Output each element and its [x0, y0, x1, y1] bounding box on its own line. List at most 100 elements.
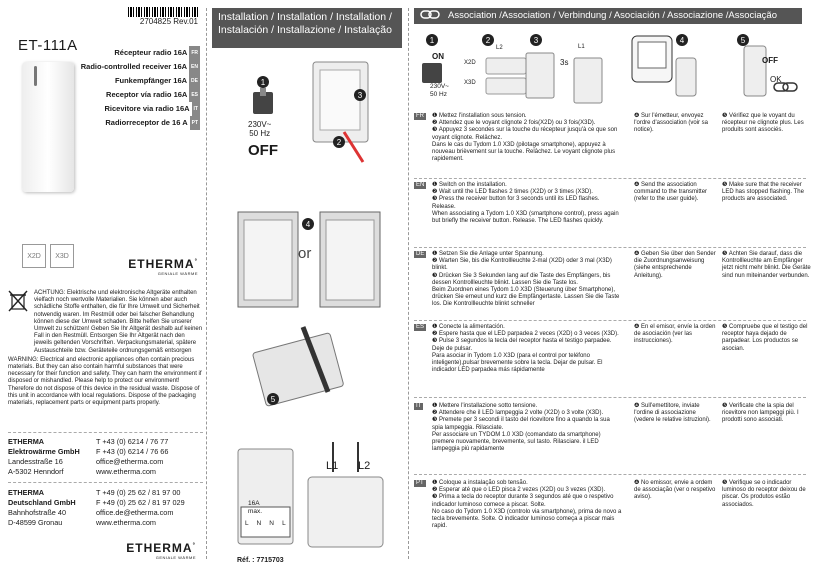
- divider: [414, 178, 806, 179]
- divider: [414, 247, 806, 248]
- brand-logo-top: ETHERMA° GENIALE WÄRME: [128, 257, 198, 276]
- email-link[interactable]: office@etherma.com: [96, 457, 164, 466]
- svg-text:1: 1: [430, 36, 435, 45]
- address-line: ETHERMA: [8, 437, 45, 446]
- product-column: 2704825 Rev.01 ET-111A Récepteur radio 1…: [0, 0, 206, 567]
- svg-text:2: 2: [337, 138, 342, 147]
- wire-l2-label: L2: [358, 460, 371, 472]
- assoc-ok-label: OK: [770, 75, 782, 84]
- lang-label: Ricevitore via radio 16A: [104, 104, 190, 114]
- brand-logo-bottom: ETHERMA° GENIALE WÄRME: [126, 541, 196, 560]
- svg-text:3: 3: [534, 36, 539, 45]
- barcode: [128, 7, 198, 17]
- assoc-x3d-label: X3D: [464, 80, 476, 86]
- section-lang-code: PT: [414, 480, 426, 488]
- svg-text:3: 3: [358, 91, 363, 100]
- section-step5-text: ❺ Verificate che la spia del ricevitore …: [722, 403, 799, 424]
- terminal-labels: L N N L: [245, 520, 288, 527]
- wiring-rating: 16A max.: [248, 500, 263, 515]
- divider: [8, 482, 203, 483]
- address-line: A-5302 Henndorf: [8, 467, 64, 476]
- divider: [8, 432, 203, 433]
- address-line: Bahnhofstraße 40: [8, 508, 67, 517]
- website-link[interactable]: www.etherma.com: [96, 467, 157, 476]
- fold-line: [408, 8, 410, 559]
- section-step5-text: ❺ Make sure that the receiver LED has st…: [722, 182, 804, 203]
- address-line: Elektrowärme GmbH: [8, 447, 80, 456]
- install-off-label: OFF: [248, 142, 278, 159]
- email-link[interactable]: office.de@etherma.com: [96, 508, 174, 517]
- lang-code: DE: [189, 74, 200, 89]
- brand-sub: GENIALE WÄRME: [157, 271, 198, 276]
- section-step4-text: ❹ No emissor, envie a ordem de associaçã…: [634, 480, 716, 501]
- installation-column: Installation / Installation / Installati…: [208, 0, 406, 567]
- svg-text:5: 5: [741, 36, 746, 45]
- lang-label: Radiorreceptor de 16 A: [105, 118, 188, 128]
- address-line: ETHERMA: [8, 488, 45, 497]
- brand-mark: °: [192, 543, 196, 549]
- brand-sub: GENIALE WÄRME: [155, 555, 196, 560]
- association-header: Association /Association / Verbindung / …: [414, 8, 802, 24]
- wire-l1-label: L1: [326, 460, 339, 472]
- address-germany: ETHERMA Deutschland GmbH Bahnhofstraße 4…: [8, 488, 185, 528]
- association-column: Association /Association / Verbindung / …: [410, 0, 811, 567]
- antenna-image: [34, 66, 37, 86]
- lang-label: Récepteur radio 16A: [114, 48, 188, 57]
- disposal-warning: ACHTUNG: Elektrische und elektronische A…: [8, 290, 203, 407]
- website-link[interactable]: www.etherma.com: [96, 518, 157, 527]
- assoc-power-label: 230V~ 50 Hz: [430, 83, 449, 98]
- svg-text:5: 5: [271, 395, 276, 404]
- section-lang-code: DE: [414, 251, 427, 259]
- brand-name: ETHERMA: [128, 257, 195, 271]
- lang-code: FR: [189, 46, 200, 61]
- product-code: 2704825 Rev.01: [139, 17, 198, 26]
- divider: [414, 320, 806, 321]
- section-step5-text: ❺ Verifique se o indicador luminoso do r…: [722, 480, 806, 508]
- lang-code: ES: [189, 88, 200, 103]
- section-steps-text: ❶ Setzen Sie die Anlage unter Spannung. …: [432, 251, 620, 308]
- contact-line: T +49 (0) 25 62 / 81 97 00: [96, 488, 181, 497]
- x3d-badge: X3D: [50, 244, 74, 268]
- section-lang-code: IT: [414, 403, 424, 411]
- link-icon: [420, 10, 440, 19]
- section-lang-code: FR: [414, 113, 426, 121]
- section-lang-code: EN: [414, 182, 427, 190]
- svg-text:4: 4: [680, 36, 685, 45]
- lang-label: Funkempfänger 16A: [114, 76, 188, 86]
- section-step4-text: ❹ Send the association command to the tr…: [634, 182, 708, 203]
- section-steps-text: ❶ Switch on the installation. ❷ Wait unt…: [432, 182, 619, 225]
- warning-text-en: WARNING: Electrical and electronic appli…: [8, 356, 202, 407]
- section-steps-text: ❶ Mettez l'installation sous tension. ❷ …: [432, 113, 618, 163]
- contact-line: T +43 (0) 6214 / 76 77: [96, 437, 169, 446]
- address-line: Deutschland GmbH: [8, 498, 76, 507]
- svg-text:1: 1: [261, 78, 266, 87]
- brand-mark: °: [194, 259, 198, 265]
- lang-code: EN: [189, 60, 200, 75]
- assoc-off-label: OFF: [762, 56, 778, 65]
- svg-text:4: 4: [306, 220, 311, 229]
- address-austria: ETHERMA Elektrowärme GmbH Landesstraße 1…: [8, 437, 168, 477]
- assoc-l2-label: L2: [496, 45, 503, 51]
- association-steps-illustration: 1 2 3 4 5: [422, 34, 798, 104]
- section-step5-text: ❺ Achten Sie darauf, dass die Kontrollle…: [722, 251, 811, 279]
- address-line: D-48599 Gronau: [8, 518, 63, 527]
- assoc-timer-label: 3s: [560, 58, 569, 67]
- section-lang-code: ES: [414, 324, 427, 332]
- install-or-label: or: [298, 245, 312, 262]
- product-title: ET-111A: [18, 37, 78, 54]
- lang-code: PT: [189, 116, 200, 131]
- product-code-block: 2704825 Rev.01: [128, 7, 198, 26]
- address-line: Landesstraße 16: [8, 457, 63, 466]
- section-step4-text: ❹ Sull'emettitore, inviate l'ordine di a…: [634, 403, 711, 424]
- installation-header: Installation / Installation / Installati…: [212, 8, 402, 48]
- section-step4-text: ❹ En el emisor, envíe la orden de asocia…: [634, 324, 716, 345]
- assoc-on-label: ON: [432, 52, 444, 61]
- brand-name: ETHERMA: [126, 541, 193, 555]
- reference-number: Réf. : 7715703: [237, 557, 284, 564]
- section-steps-text: ❶ Coloque a instalação sob tensão. ❷ Esp…: [432, 480, 622, 530]
